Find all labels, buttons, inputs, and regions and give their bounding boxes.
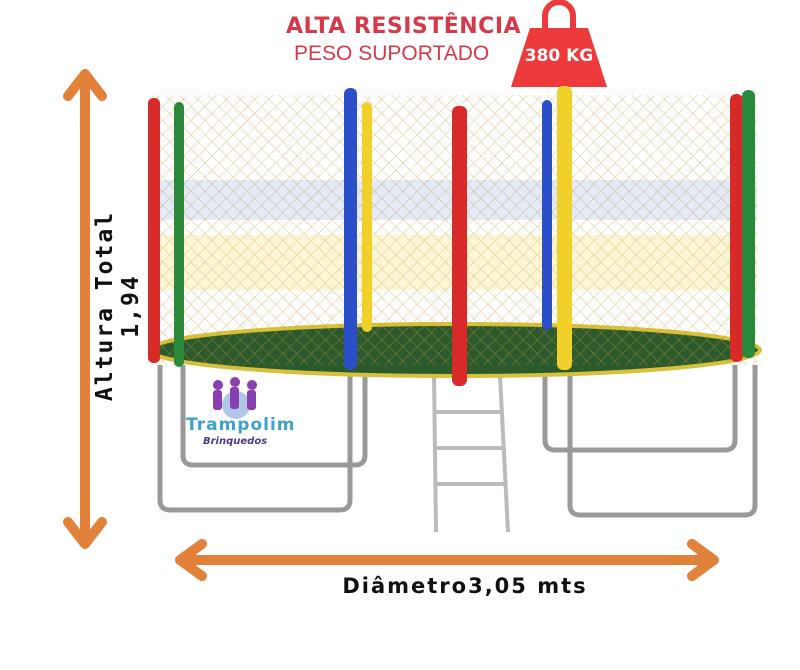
net-poles [148,86,755,386]
trampoline-legs [157,365,758,518]
ladder [432,374,510,533]
height-label: Altura Total 1,94 [92,210,144,402]
height-arrow [63,69,107,549]
badge-title: ALTA RESISTÊNCIA [286,14,522,39]
logo-sub: Brinquedos [203,436,268,447]
weight-value: 380 KG [524,46,594,66]
diameter-label: Diâmetro3,05 mts [342,574,588,598]
logo-figures [213,377,257,419]
logo-name: Trampolim [186,415,296,435]
weight-icon [511,0,607,87]
badge-subtitle: PESO SUPORTADO [294,42,490,65]
diameter-arrow [175,539,719,581]
